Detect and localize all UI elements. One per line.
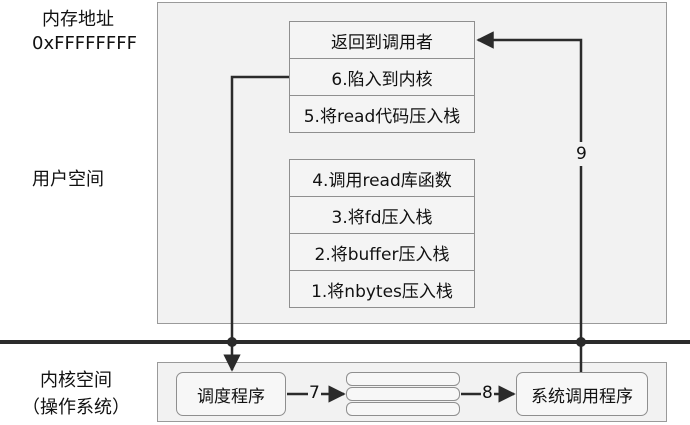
stack-item-push-read-code: 5.将read代码压入栈 (289, 95, 475, 133)
stack-item-trap-to-kernel: 6.陷入到内核 (289, 58, 475, 96)
stack-item-push-buffer: 2.将buffer压入栈 (289, 233, 475, 271)
step9-arrow (476, 31, 583, 372)
step8-label: 8 (481, 383, 494, 403)
memory-address-value: 0xFFFFFFFF (32, 33, 137, 54)
step9-label: 9 (574, 142, 589, 166)
dispatch-table-slot (346, 387, 460, 401)
kernel-space-sublabel: （操作系统） (22, 397, 130, 418)
step7-label: 7 (308, 383, 321, 403)
scheduler-box: 调度程序 (176, 372, 286, 416)
return-junction-dot (576, 337, 586, 347)
user-space-label: 用户空间 (32, 169, 104, 190)
stack-item-push-nbytes: 1.将nbytes压入栈 (289, 270, 475, 308)
trap-junction-dot (227, 337, 237, 347)
stack-item-call-read: 4.调用read库函数 (289, 159, 475, 197)
dispatch-table-slot (346, 402, 460, 416)
kernel-space-label: 内核空间 (40, 370, 112, 391)
syscall-handler-box: 系统调用程序 (516, 372, 648, 416)
memory-address-title: 内存地址 (42, 9, 114, 30)
stack-item-push-fd: 3.将fd压入栈 (289, 196, 475, 234)
dispatch-table-slot (346, 372, 460, 386)
trap-arrow (223, 75, 289, 372)
